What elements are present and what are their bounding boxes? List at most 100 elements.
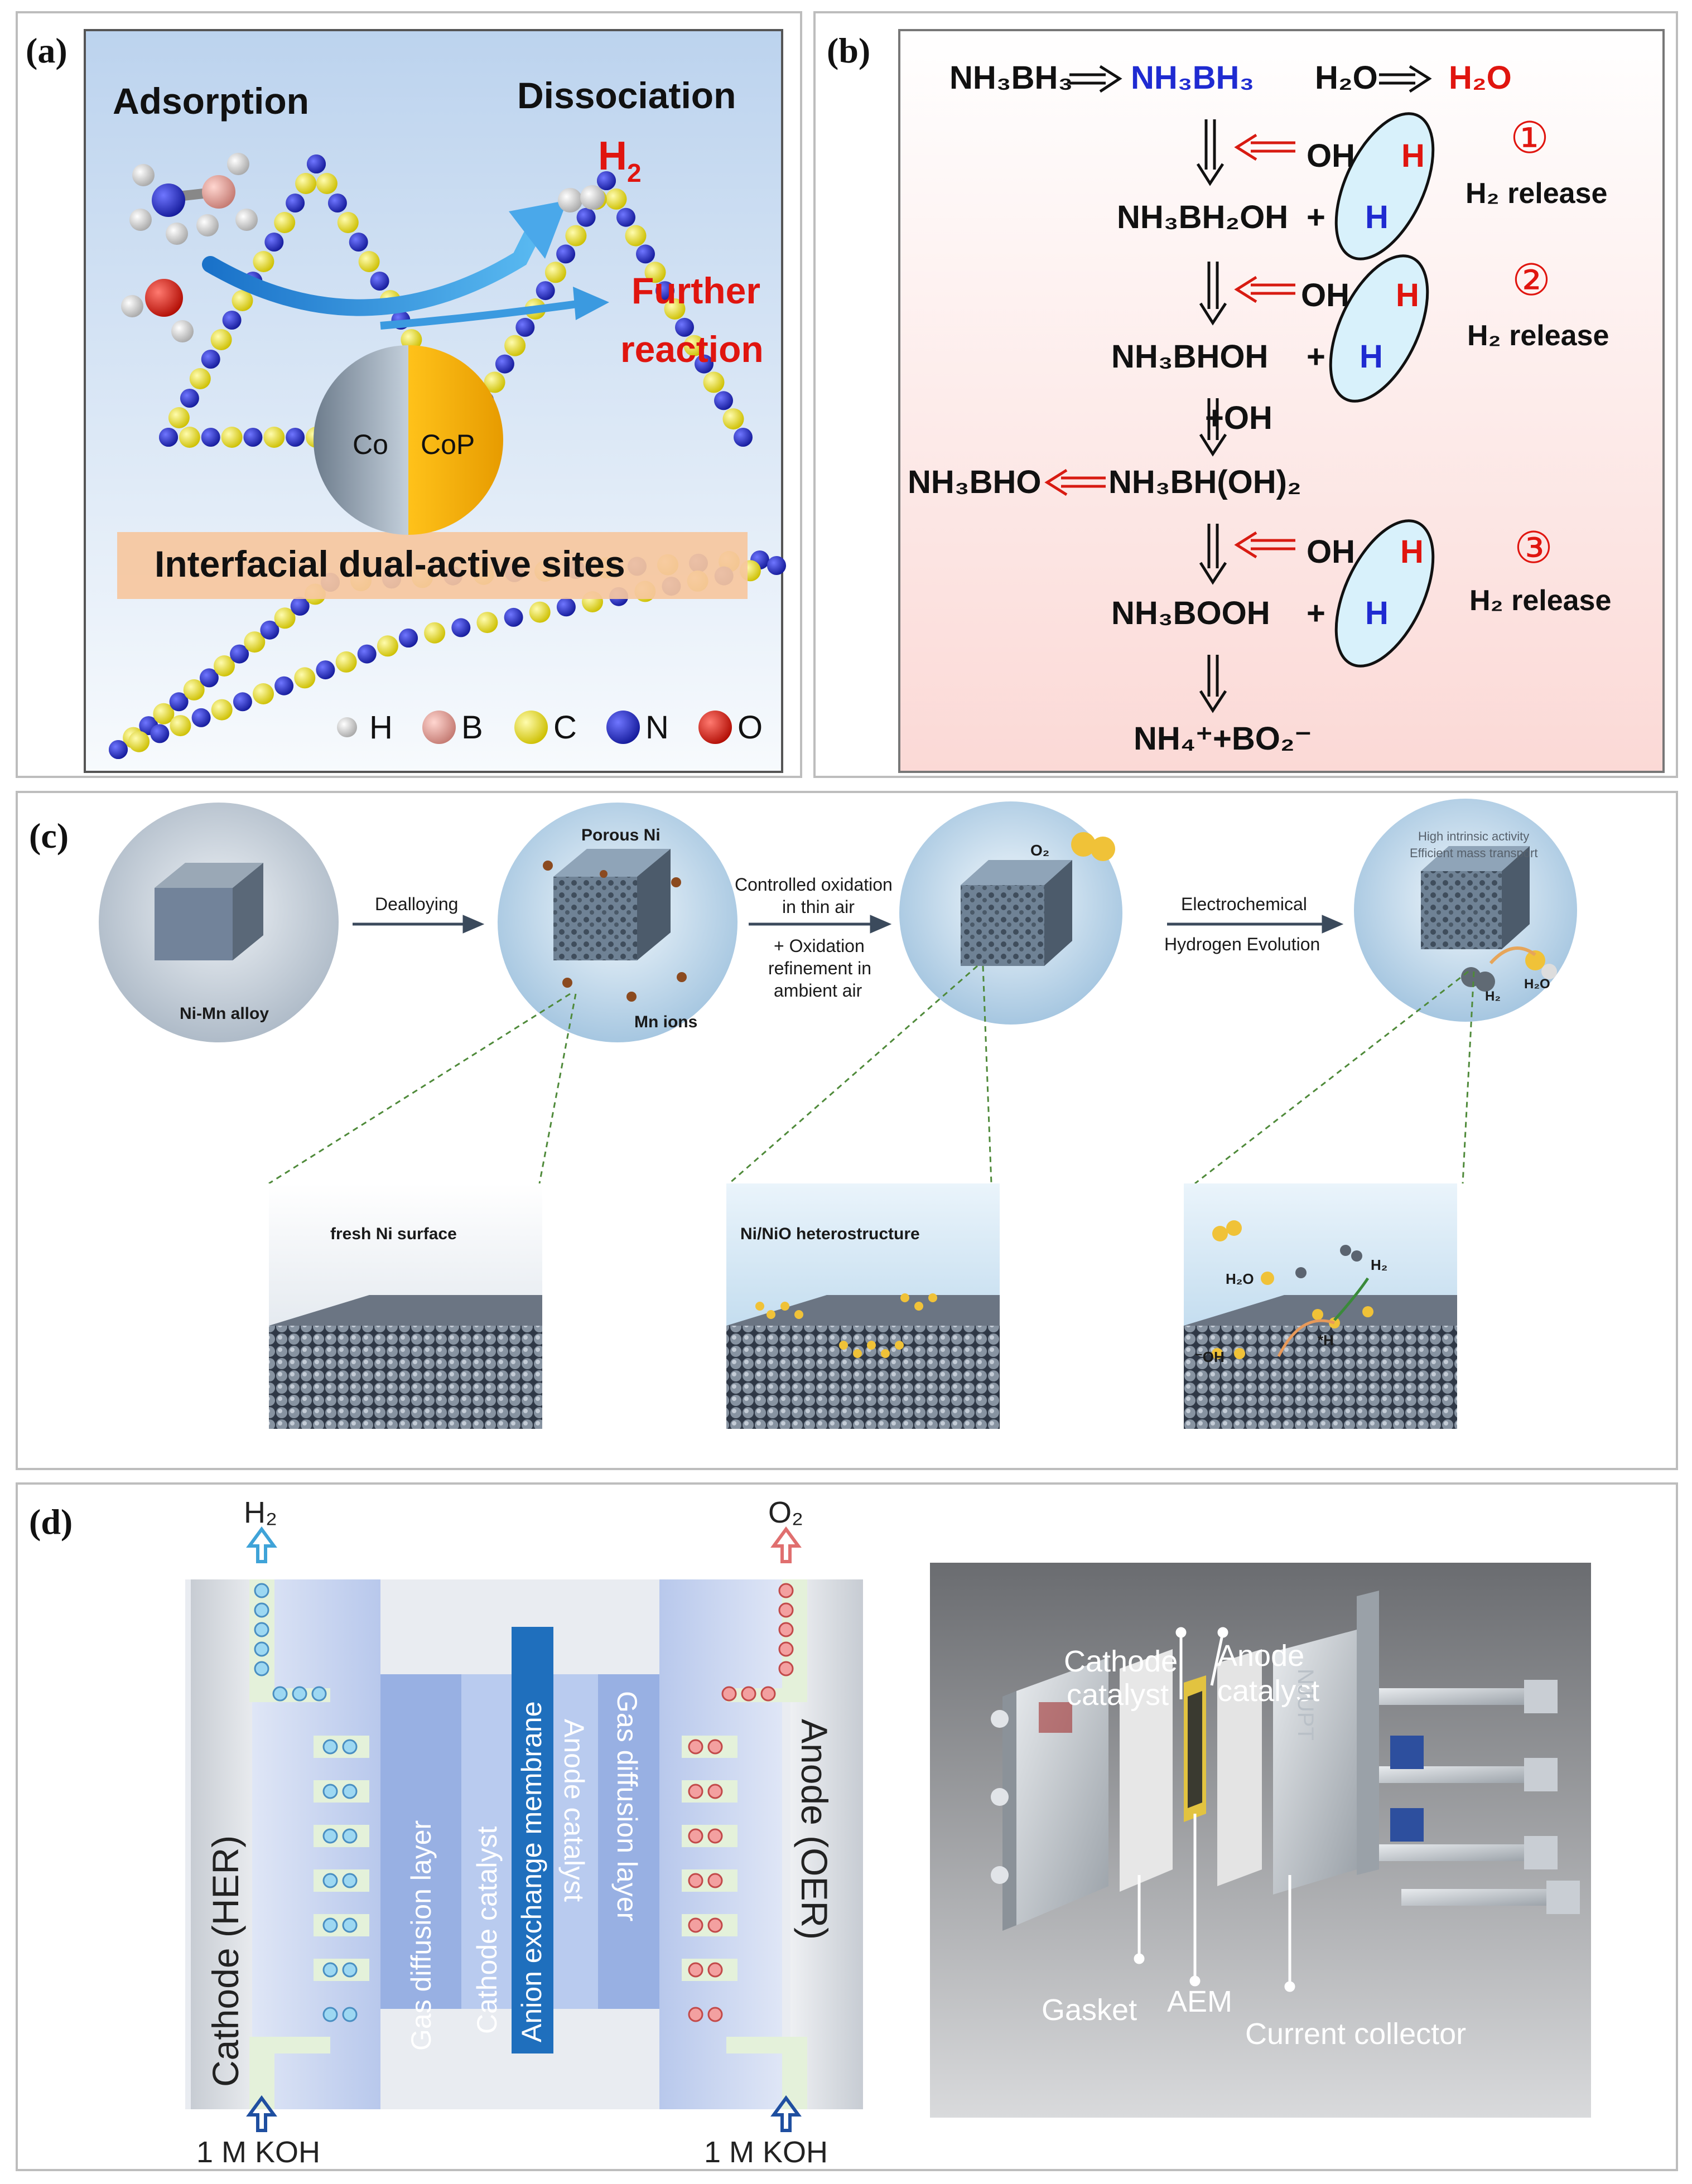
her-h2-label: H₂ — [1485, 989, 1501, 1004]
red-arrow-3 — [1044, 468, 1106, 496]
h-red-2-top: H — [1396, 277, 1419, 313]
panel-d: (d) — [16, 1482, 1678, 2171]
panel-d-diagram: H₂ O₂ 1 M KOH 1 M KOH Cathode (HER) Anod… — [185, 1496, 1591, 2169]
oxidation-refinement-2: refinement in — [768, 958, 871, 978]
controlled-oxidation-label: Controlled oxidation — [735, 874, 893, 895]
plus-1b: + — [1307, 199, 1325, 235]
nh3bh3-reactant: NH₃BH₃ — [949, 60, 1073, 96]
h-blue-3-top: H — [1365, 595, 1389, 631]
h2-out-arrow — [246, 1526, 277, 1563]
cop-hemisphere — [408, 345, 503, 535]
red-arrow-4 — [1234, 531, 1295, 559]
dealloying-label: Dealloying — [375, 894, 458, 914]
electrolyzer-schematic — [185, 1579, 863, 2109]
slab-h2-label: H₂ — [1371, 1257, 1387, 1273]
her-molecules — [1461, 946, 1557, 992]
porous-ni-cube — [553, 849, 671, 960]
o2-label: O₂ — [1030, 842, 1049, 859]
h2-molecule — [558, 185, 605, 212]
nh3booh: NH₃BOOH — [1111, 595, 1270, 631]
heterostructure-label: Ni/NiO heterostructure — [740, 1225, 920, 1243]
h-blue-2-top: H — [1360, 339, 1383, 375]
anode-catalyst-label: Anode catalyst — [558, 1719, 590, 1902]
her-slab — [1184, 1183, 1457, 1429]
mn-ions-label: Mn ions — [634, 1013, 697, 1031]
panel-b-label: (b) — [827, 31, 871, 70]
arrow-right-1 — [1069, 65, 1122, 93]
o2-outlet-label: O₂ — [768, 1496, 803, 1529]
photo-engraving: NJUPT — [1293, 1669, 1318, 1741]
red-arrow-1 — [1234, 133, 1295, 161]
zoom-lines-1 — [268, 993, 577, 1185]
plus-oh-label: +OH — [1205, 400, 1272, 436]
koh-left-label: 1 M KOH — [196, 2135, 320, 2169]
electrochemical-label: Electrochemical — [1181, 894, 1307, 914]
mass-transport-label: Efficient mass transport — [1410, 846, 1537, 860]
red-arrow-2 — [1234, 276, 1295, 303]
panel-a: (a) — [16, 11, 802, 778]
arrow-down-5 — [1199, 655, 1227, 713]
o2-out-arrow — [770, 1526, 802, 1563]
h2-release-1: H₂ release — [1466, 177, 1607, 210]
photo-anode-catalyst-1: Anode — [1217, 1639, 1304, 1673]
interfacial-label: Interfacial dual-active sites — [155, 543, 625, 584]
oxidation-refinement-1: + Oxidation — [774, 936, 865, 956]
oxidation-refinement-3: ambient air — [774, 980, 862, 1001]
her-h2o-label: H₂O — [1524, 977, 1550, 992]
ni-mn-alloy-label: Ni-Mn alloy — [180, 1004, 269, 1023]
h-blue-1-top: H — [1365, 199, 1389, 235]
final-products: NH₄⁺+BO₂⁻ — [1134, 721, 1312, 757]
in-thin-air-label: in thin air — [782, 897, 855, 917]
mn-ion-dots — [543, 861, 687, 1002]
h2-release-3: H₂ release — [1469, 584, 1611, 617]
gdl-left-label: Gas diffusion layer — [406, 1820, 437, 2051]
photo-gasket-label: Gasket — [1042, 1993, 1137, 2027]
plus-3b: + — [1307, 595, 1325, 631]
photo-cathode-catalyst-2: catalyst — [1067, 1678, 1169, 1712]
ammonia-borane-molecule — [129, 153, 258, 245]
h-red-1-top: H — [1401, 138, 1425, 174]
legend-ball-h — [337, 717, 357, 737]
electrolyzer-photo: Cathode catalyst Anode catalyst Gasket A… — [930, 1563, 1591, 2118]
panel-c: (c) — [16, 791, 1678, 1470]
h2o-reactant: H₂O — [1315, 60, 1378, 96]
panel-d-label: (d) — [29, 1502, 73, 1542]
h2-release-2: H₂ release — [1467, 320, 1609, 352]
gdl-right-label: Gas diffusion layer — [611, 1691, 643, 1921]
her-cube — [1421, 846, 1530, 949]
photo-cathode-catalyst-1: Cathode — [1064, 1645, 1178, 1678]
koh-in-arrow-left — [246, 2095, 277, 2132]
aem-label: Anion exchange membrane — [516, 1702, 547, 2043]
nh3bh3-adsorbed: NH₃BH₃ — [1131, 60, 1254, 96]
adsorption-label: Adsorption — [113, 80, 309, 122]
panel-b-scheme: NH₃BH₃ NH₃BH₃ H₂O H₂O OH + H NH₃BH₂OH + … — [898, 29, 1665, 773]
koh-in-arrow-right — [770, 2095, 802, 2132]
oh-1: OH — [1307, 138, 1355, 174]
legend-label-h: H — [369, 709, 393, 746]
porous-ni-label: Porous Ni — [581, 826, 661, 844]
nh3bh2oh: NH₃BH₂OH — [1117, 199, 1288, 235]
zoom-lines-2 — [729, 965, 992, 1185]
interfacial-band — [117, 532, 748, 599]
oh-2: OH — [1301, 277, 1349, 313]
anode-oer-label: Anode (OER) — [794, 1719, 835, 1940]
cathode-catalyst-label: Cathode catalyst — [471, 1826, 503, 2034]
legend-label-b: B — [461, 709, 483, 746]
reaction-label: reaction — [620, 328, 764, 370]
water-molecule — [121, 279, 194, 342]
slab-h2o-label: H₂O — [1226, 1270, 1254, 1287]
cop-label: CoP — [421, 429, 475, 460]
legend-ball-b — [422, 711, 456, 744]
h-pair-ellipse-2 — [1329, 254, 1429, 403]
bolts — [991, 1680, 1580, 1914]
h-red-3-top: H — [1400, 534, 1424, 570]
further-reaction-arrow-head — [573, 287, 609, 320]
oh-3: OH — [1307, 534, 1355, 570]
arrow-down-4 — [1199, 524, 1227, 585]
h2o-adsorbed: H₂O — [1449, 60, 1512, 96]
alloy-cube — [155, 863, 263, 960]
dissociation-label: Dissociation — [517, 75, 736, 116]
legend-label-c: C — [553, 709, 577, 746]
h-pair-ellipse-3 — [1334, 519, 1435, 668]
legend-label-o: O — [737, 709, 763, 746]
